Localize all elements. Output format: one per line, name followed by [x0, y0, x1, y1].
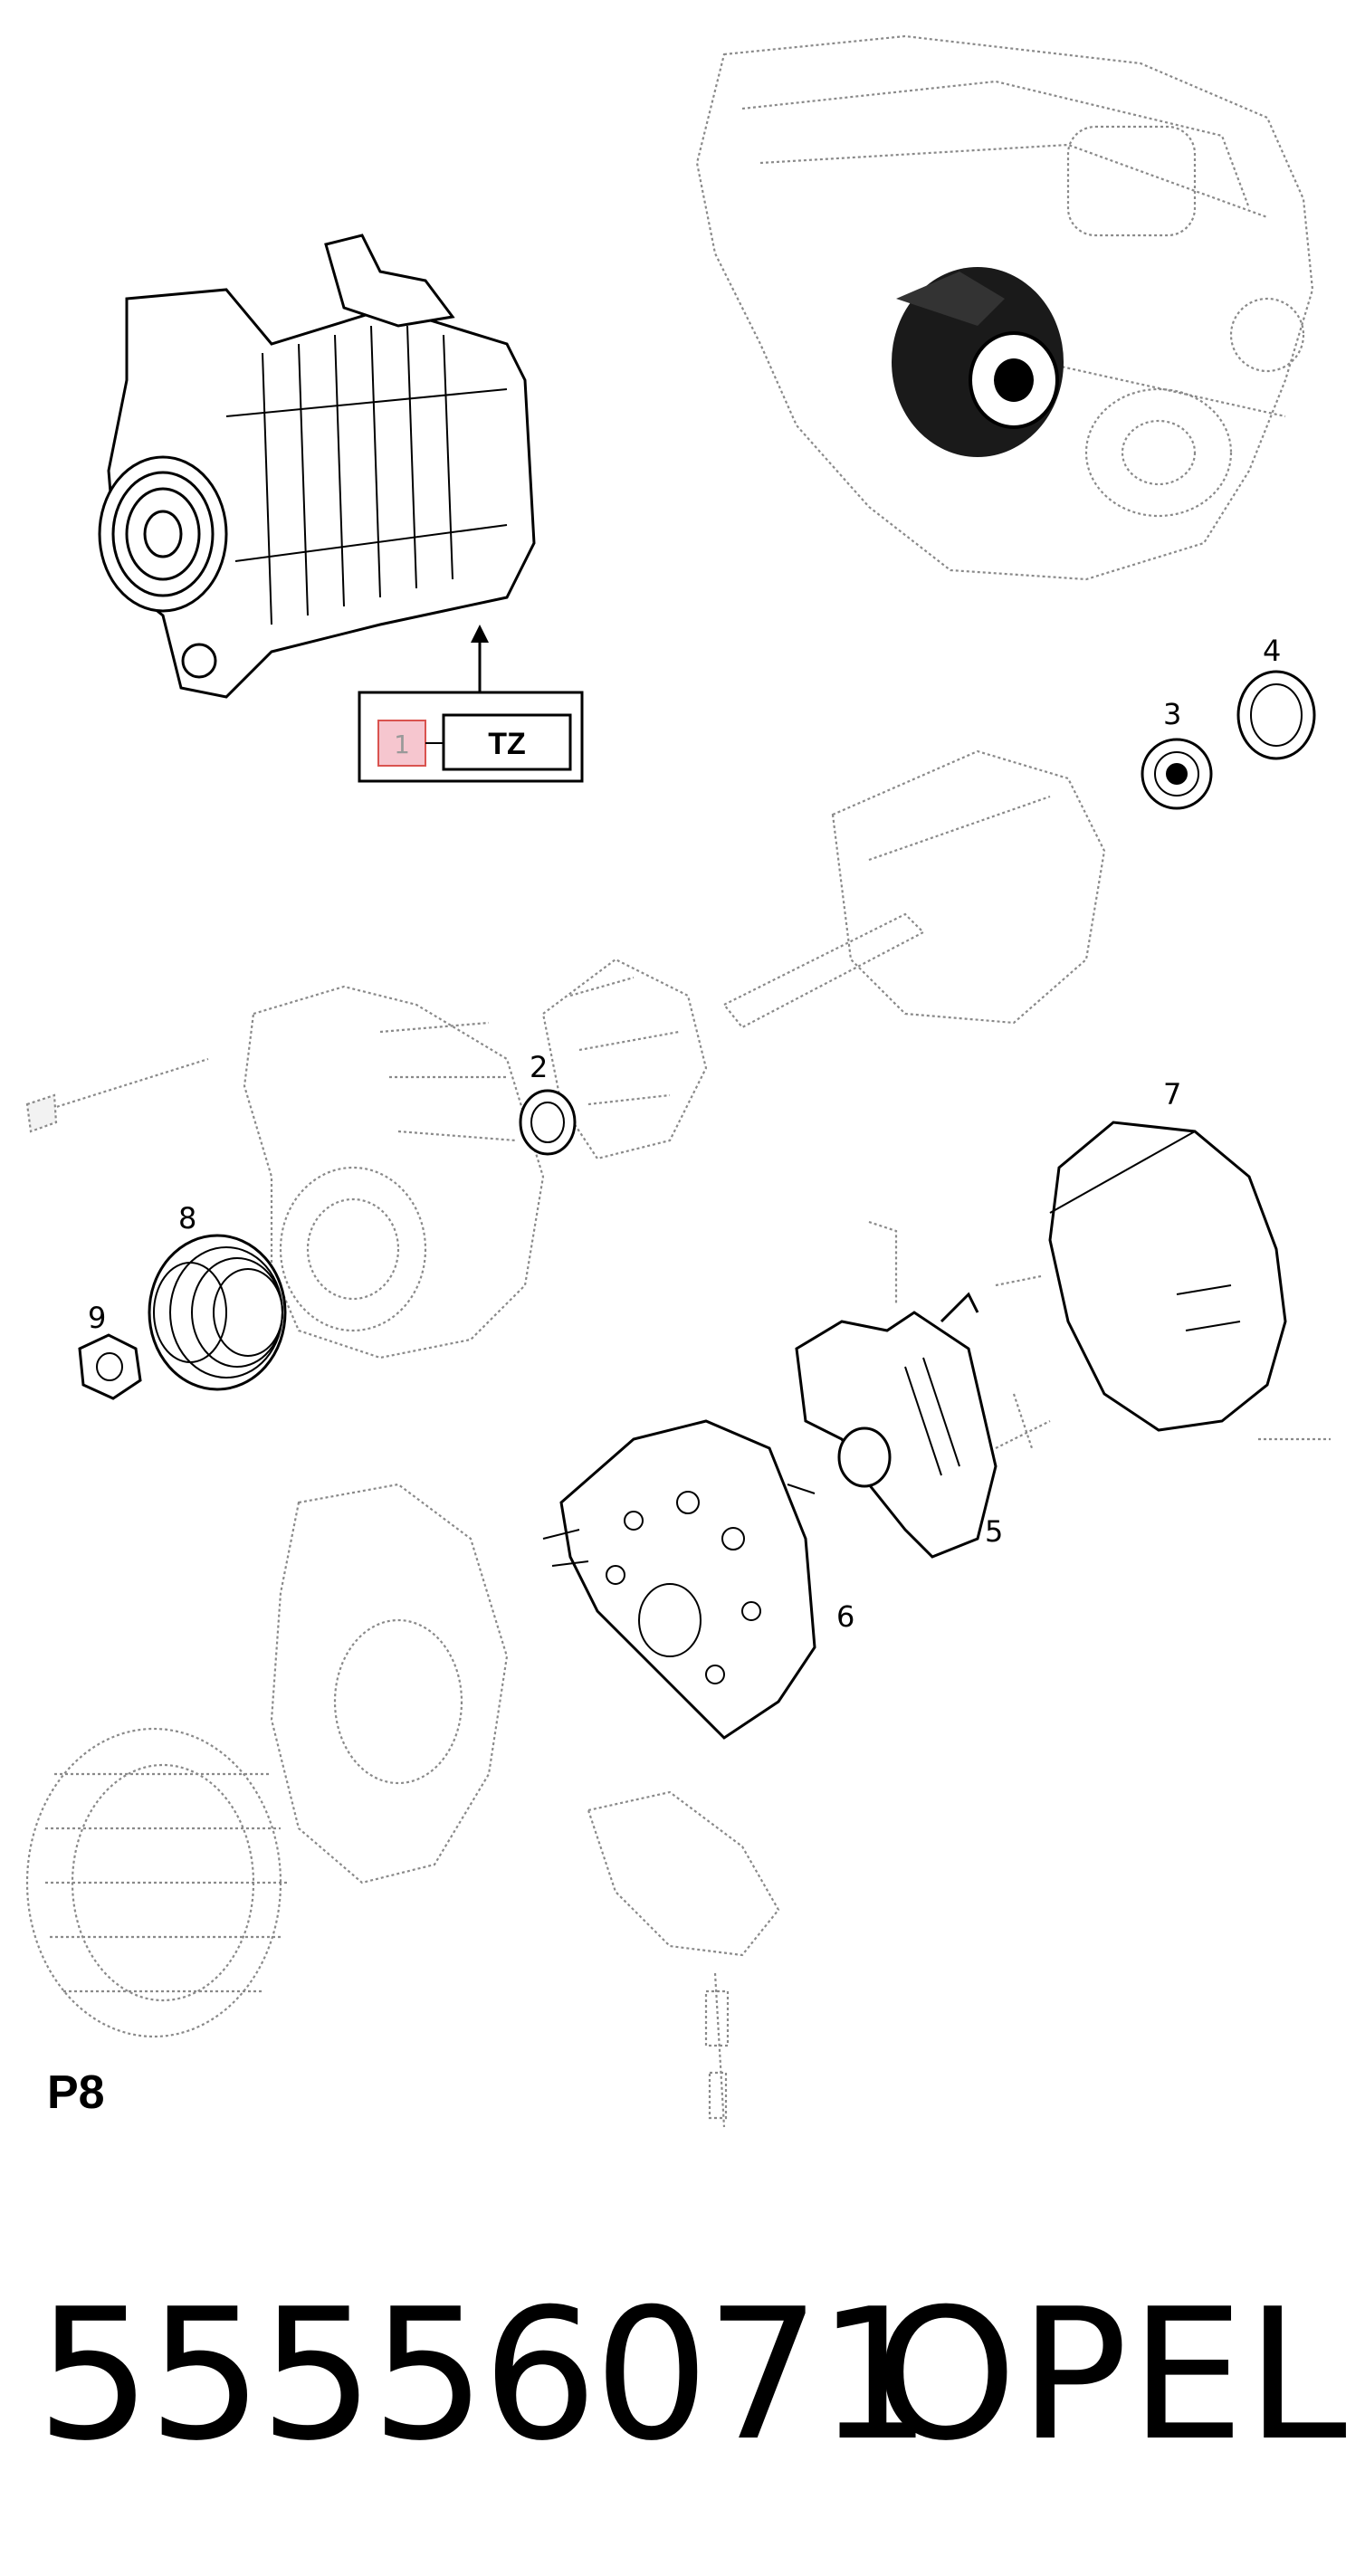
- rear-cover-7-illustration: [1012, 1121, 1331, 1449]
- part-label-4: 4: [1263, 634, 1281, 668]
- part-label-8: 8: [178, 1201, 196, 1236]
- callout-code: TZ: [488, 727, 526, 761]
- brand-name: OPEL: [874, 2270, 1349, 2481]
- part-number: 55556071: [36, 2270, 932, 2481]
- callout-item-label: 1: [394, 730, 410, 759]
- exploded-parts-diagram: 1 TZ: [25, 34, 1331, 2128]
- page-code: P8: [47, 2066, 105, 2119]
- part-label-6: 6: [836, 1599, 854, 1634]
- front-housing-illustration: [25, 985, 545, 1360]
- bearing-4-illustration: [1236, 670, 1316, 760]
- part-label-9: 9: [88, 1301, 106, 1335]
- engine-alternator-highlight: [892, 267, 1064, 457]
- part-label-2: 2: [530, 1050, 548, 1084]
- regulator-5-illustration: [795, 1220, 1051, 1559]
- pulley-8-illustration: [148, 1234, 287, 1391]
- bearing-3-illustration: [1141, 738, 1213, 810]
- nut-9-illustration: [78, 1333, 142, 1400]
- footer: 55556071 OPEL: [27, 2276, 1349, 2476]
- alternator-assembly-illustration: [98, 234, 536, 715]
- rotor-shaft-illustration: [541, 749, 1106, 1160]
- rear-housing-illustration: [270, 1483, 780, 2128]
- bearing-2-illustration: [519, 1089, 577, 1156]
- part-label-3: 3: [1163, 697, 1181, 731]
- stator-illustration: [25, 1727, 290, 2038]
- callout-box: 1 TZ: [358, 691, 584, 783]
- rectifier-6-illustration: [542, 1419, 816, 1740]
- engine-illustration: [695, 34, 1314, 581]
- part-label-5: 5: [985, 1514, 1003, 1549]
- part-label-7: 7: [1163, 1077, 1181, 1111]
